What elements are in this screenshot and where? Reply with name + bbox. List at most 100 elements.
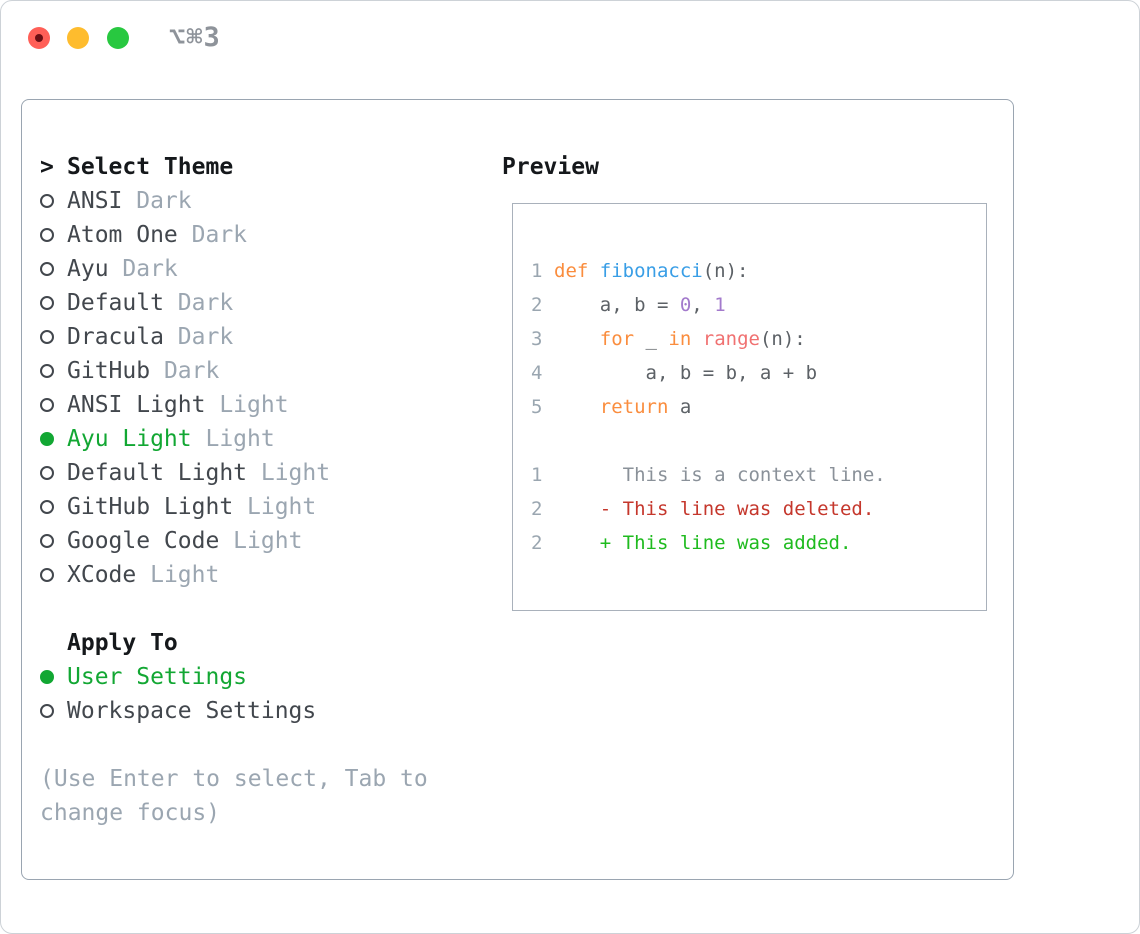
- zoom-button[interactable]: [107, 27, 129, 49]
- code-segment-kw: for: [599, 328, 635, 350]
- theme-option-ayu-light[interactable]: Ayu Light Light: [40, 422, 502, 456]
- close-button[interactable]: [28, 27, 50, 49]
- apply-option-user-settings[interactable]: User Settings: [40, 660, 502, 694]
- line-number: 1: [531, 260, 543, 282]
- line-number: 2: [531, 294, 543, 316]
- theme-variant-label: Dark: [163, 324, 234, 350]
- theme-option-default[interactable]: Default Dark: [40, 286, 502, 320]
- preview-title: Preview: [502, 154, 599, 180]
- theme-option-label: Default: [67, 290, 164, 316]
- theme-option-github[interactable]: GitHub Dark: [40, 354, 502, 388]
- theme-variant-label: Light: [136, 562, 220, 588]
- code-segment-add: + This line was added.: [554, 532, 852, 554]
- radio-icon: [40, 262, 67, 276]
- apply-option-workspace-settings[interactable]: Workspace Settings: [40, 694, 502, 728]
- empty-circle-icon: [40, 568, 54, 582]
- theme-option-dracula[interactable]: Dracula Dark: [40, 320, 502, 354]
- theme-option-label: Default Light: [67, 460, 248, 486]
- preview-line: 1 This is a context line.: [531, 458, 986, 492]
- empty-circle-icon: [40, 262, 54, 276]
- line-number: [531, 424, 543, 458]
- prompt-caret-icon: >: [40, 154, 54, 180]
- theme-option-ansi-light[interactable]: ANSI Light Light: [40, 388, 502, 422]
- radio-icon: [40, 296, 67, 310]
- filled-circle-icon: [40, 432, 54, 446]
- theme-option-label: Ayu Light: [67, 426, 192, 452]
- empty-circle-icon: [40, 364, 54, 378]
- theme-variant-label: Light: [205, 392, 289, 418]
- title-bar: ⌥⌘3: [1, 1, 1139, 99]
- apply-option-label: User Settings: [67, 664, 248, 690]
- empty-circle-icon: [40, 466, 54, 480]
- theme-option-default-light[interactable]: Default Light Light: [40, 456, 502, 490]
- code-segment-del: - This line was deleted.: [554, 498, 875, 520]
- preview-line: 5 return a: [531, 390, 986, 424]
- theme-option-label: Atom One: [67, 222, 178, 248]
- minimize-button[interactable]: [67, 27, 89, 49]
- hint-line-1: (Use Enter to select, Tab to: [40, 766, 428, 792]
- code-segment-fg: [691, 322, 702, 356]
- theme-variant-label: Dark: [150, 358, 220, 384]
- theme-option-ansi[interactable]: ANSI Dark: [40, 184, 502, 218]
- empty-circle-icon: [40, 296, 54, 310]
- theme-option-label: ANSI Light: [67, 392, 206, 418]
- code-segment-ctx: This is a context line.: [554, 464, 886, 486]
- theme-variant-label: Dark: [108, 256, 178, 282]
- apply-to-header-row: Apply To: [40, 626, 502, 660]
- theme-variant-label: Light: [233, 494, 317, 520]
- filled-circle-icon: [40, 670, 54, 684]
- line-number: 2: [531, 532, 543, 554]
- empty-circle-icon: [40, 330, 54, 344]
- code-segment-fg: _: [634, 328, 669, 350]
- theme-option-atom-one[interactable]: Atom One Dark: [40, 218, 502, 252]
- theme-option-google-code[interactable]: Google Code Light: [40, 524, 502, 558]
- line-number: 5: [531, 396, 543, 418]
- apply-to-title: Apply To: [67, 630, 178, 656]
- radio-icon: [40, 330, 67, 344]
- theme-option-label: Ayu: [67, 256, 109, 282]
- code-segment-fg: ,: [691, 294, 715, 316]
- code-segment-num: 0: [679, 294, 692, 316]
- empty-circle-icon: [40, 704, 54, 718]
- code-segment-fg: a, b = b, a + b: [554, 362, 818, 384]
- radio-icon: [40, 228, 67, 242]
- empty-circle-icon: [40, 228, 54, 242]
- preview-line: 4 a, b = b, a + b: [531, 356, 986, 390]
- selected-radio-icon: [40, 670, 67, 684]
- theme-option-ayu[interactable]: Ayu Dark: [40, 252, 502, 286]
- code-segment-num: 1: [714, 294, 726, 316]
- code-segment-fg: (n):: [702, 260, 749, 282]
- hint-line-2: change focus): [40, 800, 221, 826]
- code-segment-fg: (n):: [759, 328, 806, 350]
- preview-line: 2 - This line was deleted.: [531, 492, 986, 526]
- empty-circle-icon: [40, 500, 54, 514]
- radio-icon: [40, 398, 67, 412]
- select-theme-title: Select Theme: [67, 154, 234, 180]
- selected-radio-icon: [40, 432, 67, 446]
- code-segment-fg: [554, 322, 600, 356]
- radio-icon: [40, 466, 67, 480]
- theme-option-label: Google Code: [67, 528, 220, 554]
- radio-icon: [40, 364, 67, 378]
- theme-option-github-light[interactable]: GitHub Light Light: [40, 490, 502, 524]
- empty-circle-icon: [40, 398, 54, 412]
- theme-option-xcode[interactable]: XCode Light: [40, 558, 502, 592]
- theme-option-label: GitHub Light: [67, 494, 234, 520]
- theme-variant-label: Light: [219, 528, 303, 554]
- theme-option-label: Dracula: [67, 324, 164, 350]
- line-number: 3: [531, 328, 543, 350]
- theme-option-label: ANSI: [67, 188, 123, 214]
- preview-line: 2 + This line was added.: [531, 526, 986, 560]
- line-number: 4: [531, 362, 543, 384]
- code-segment-fg: a: [668, 396, 692, 418]
- line-number: 1: [531, 464, 543, 486]
- empty-circle-icon: [40, 194, 54, 208]
- apply-option-label: Workspace Settings: [67, 698, 317, 724]
